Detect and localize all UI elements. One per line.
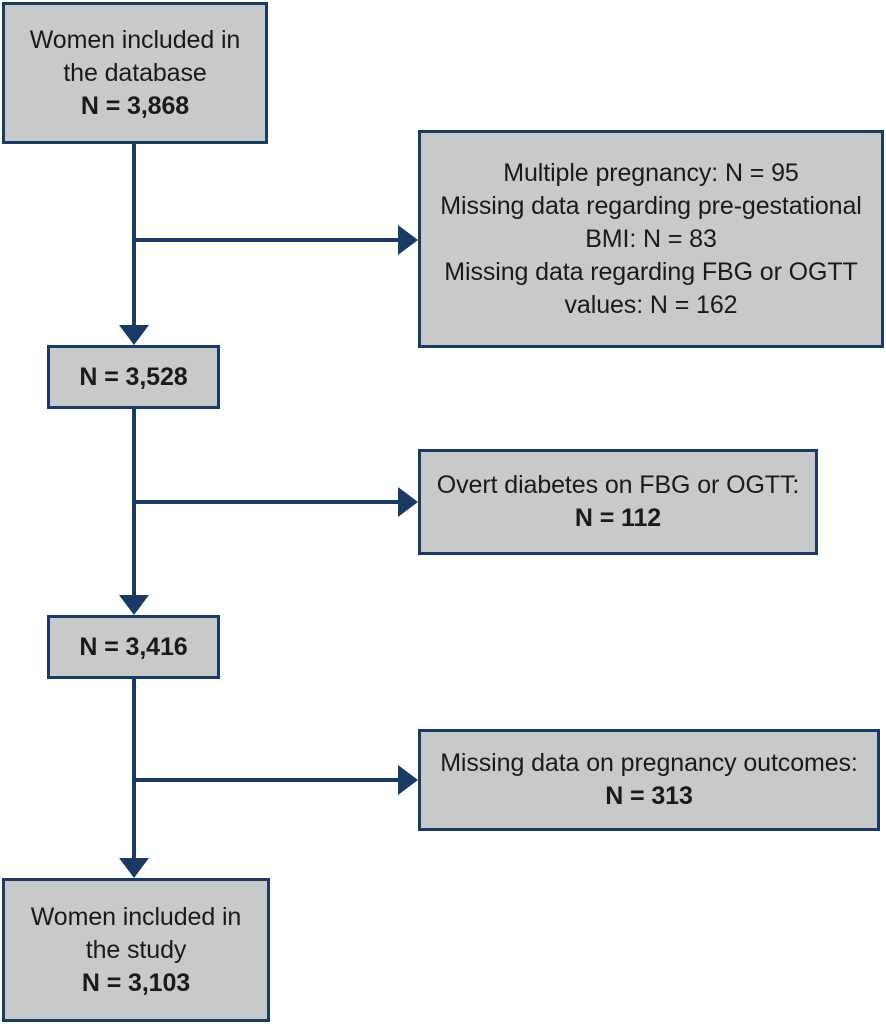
arrowhead-right-icon <box>398 487 418 517</box>
arrowhead-down-icon <box>119 325 149 345</box>
node-after-exclusion-1: N = 3,528 <box>47 345 220 409</box>
node-women-in-study: Women included in the study N = 3,103 <box>2 878 270 1022</box>
connector-branch-exclusion-3 <box>134 778 400 782</box>
exclusion-1-line5: values: N = 162 <box>564 290 738 319</box>
exclusion-3-line1: Missing data on pregnancy outcomes: <box>440 749 858 777</box>
node-exclusion-1: Multiple pregnancy: N = 95 Missing data … <box>418 130 884 348</box>
exclusion-1-line1: Multiple pregnancy: N = 95 <box>503 158 799 187</box>
node-study-line1: Women included in <box>30 902 242 931</box>
connector-branch-exclusion-1 <box>134 238 400 242</box>
connector-database-to-n3528 <box>132 144 136 325</box>
arrowhead-right-icon <box>398 765 418 795</box>
node-after-exclusion-1-count: N = 3,528 <box>79 362 188 391</box>
exclusion-1-line2: Missing data regarding pre-gestational <box>440 191 862 220</box>
node-exclusion-2: Overt diabetes on FBG or OGTT: N = 112 <box>418 449 818 555</box>
node-database-line2: the database <box>63 58 207 87</box>
exclusion-3-count: N = 313 <box>605 782 693 810</box>
node-after-exclusion-2-count: N = 3,416 <box>79 632 188 661</box>
node-study-count: N = 3,103 <box>81 968 191 997</box>
node-database-line1: Women included in <box>29 25 241 54</box>
node-study-line2: the study <box>85 935 187 964</box>
node-after-exclusion-2: N = 3,416 <box>47 615 220 679</box>
exclusion-2-line1: Overt diabetes on FBG or OGTT: <box>436 471 800 499</box>
arrowhead-down-icon <box>119 595 149 615</box>
exclusion-1-line3: BMI: N = 83 <box>585 224 717 253</box>
arrowhead-down-icon <box>119 858 149 878</box>
node-exclusion-3: Missing data on pregnancy outcomes: N = … <box>418 729 880 831</box>
connector-branch-exclusion-2 <box>134 500 400 504</box>
exclusion-2-count: N = 112 <box>574 504 662 532</box>
arrowhead-right-icon <box>398 225 418 255</box>
node-women-in-database: Women included in the database N = 3,868 <box>2 2 268 144</box>
node-database-count: N = 3,868 <box>80 91 190 120</box>
exclusion-1-line4: Missing data regarding FBG or OGTT <box>444 257 858 286</box>
connector-n3416-to-study <box>132 679 136 858</box>
